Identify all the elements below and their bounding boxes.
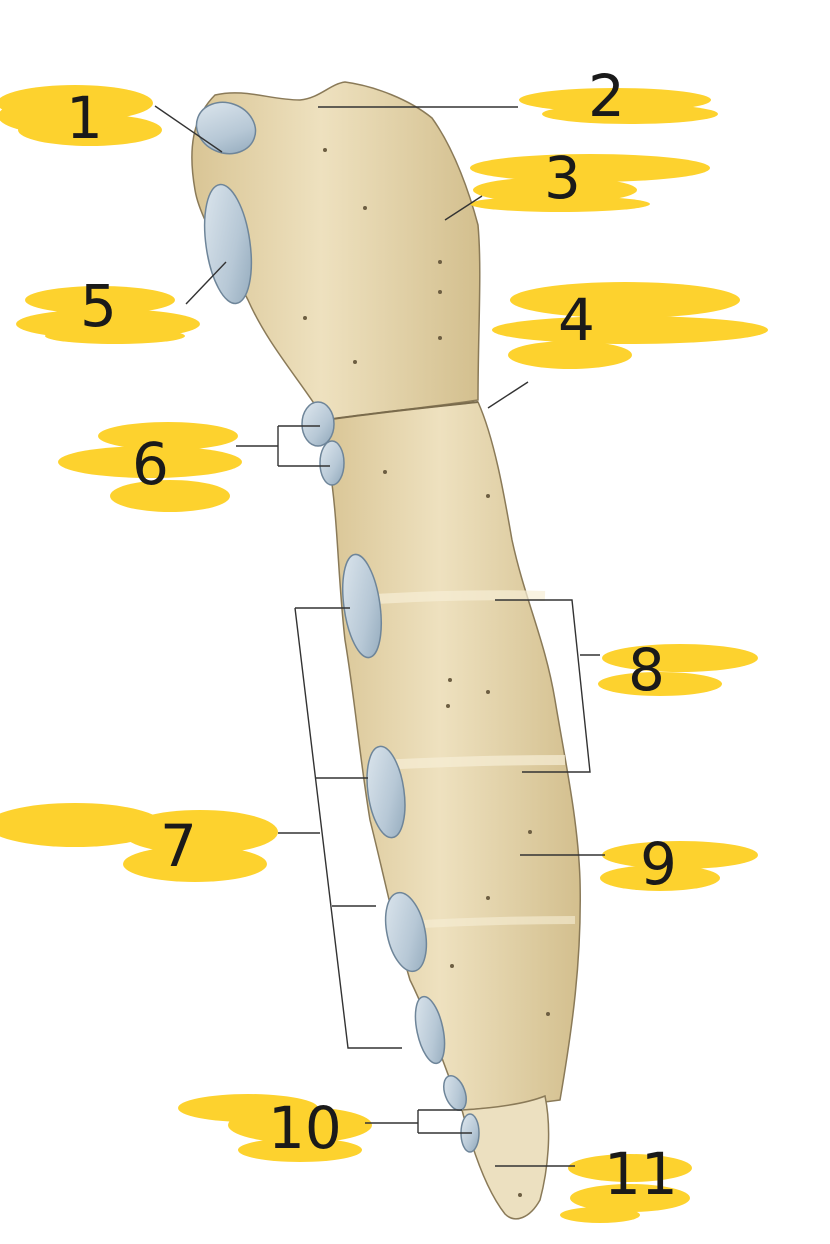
label-highlights [0, 85, 768, 1223]
leader-7-bracket [278, 607, 402, 1049]
leader-10-bracket [365, 1109, 472, 1134]
label-1: 1 [66, 84, 103, 152]
cartilage-facets [195, 101, 480, 1153]
second-costal-notch-lower [319, 440, 345, 486]
label-8: 8 [628, 636, 665, 704]
sternum-bone [191, 81, 581, 1220]
label-5: 5 [80, 272, 117, 340]
leader-1 [154, 105, 223, 153]
label-6: 6 [132, 430, 169, 498]
label-9: 9 [640, 830, 677, 898]
costal-notch-6 [414, 995, 446, 1065]
highlight-11 [560, 1154, 692, 1223]
label-10: 10 [268, 1094, 342, 1162]
highlight-5 [16, 286, 200, 344]
sternal-body [324, 401, 581, 1111]
leader-6-bracket [236, 425, 330, 467]
highlight-1 [0, 85, 162, 146]
leader-lines [154, 105, 605, 1167]
label-4: 4 [558, 286, 595, 354]
highlight-2 [519, 88, 718, 124]
xiphoid-process [461, 1094, 550, 1220]
second-costal-notch-upper [301, 401, 335, 447]
leader-5 [185, 261, 227, 305]
highlight-10 [178, 1094, 372, 1162]
clavicular-notch-facet [195, 101, 257, 155]
first-costal-notch-facet [203, 183, 253, 305]
leader-4 [487, 381, 529, 409]
leader-8-bracket [495, 599, 600, 773]
highlight-4 [492, 282, 768, 369]
number-labels: 1 2 3 4 5 6 7 8 9 10 11 [66, 62, 678, 1208]
label-2: 2 [588, 62, 625, 130]
highlight-7 [0, 803, 278, 882]
label-3: 3 [544, 144, 581, 212]
highlight-6 [58, 422, 242, 512]
label-7: 7 [160, 812, 197, 880]
costal-notch-5 [384, 891, 428, 973]
highlight-9 [600, 841, 758, 891]
costal-notch-4 [366, 745, 406, 839]
leader-3 [444, 195, 483, 221]
sternal-angle-line [324, 401, 479, 421]
highlight-3 [470, 154, 710, 212]
label-11: 11 [604, 1140, 678, 1208]
highlight-8 [598, 644, 758, 696]
